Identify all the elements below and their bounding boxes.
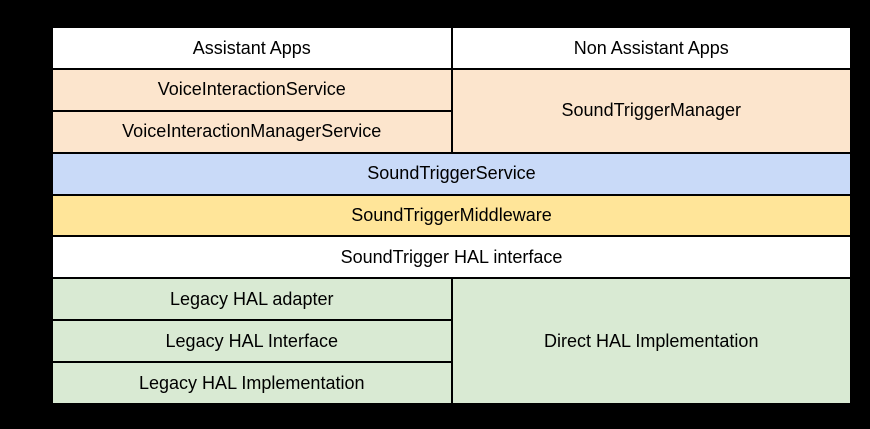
cell-sound-trigger-service: SoundTriggerService	[53, 153, 850, 194]
cell-sound-trigger-hal-interface: SoundTrigger HAL interface	[53, 237, 850, 278]
cell-voice-interaction-manager-service: VoiceInteractionManagerService	[53, 111, 451, 152]
cell-legacy-hal-interface: Legacy HAL Interface	[53, 321, 451, 362]
cell-sound-trigger-middleware: SoundTriggerMiddleware	[53, 195, 850, 236]
soundtrigger-stack-diagram: Assistant Apps Non Assistant Apps VoiceI…	[53, 28, 850, 403]
cell-legacy-hal-implementation: Legacy HAL Implementation	[53, 363, 451, 403]
cell-sound-trigger-manager: SoundTriggerManager	[452, 69, 850, 152]
cell-non-assistant-apps: Non Assistant Apps	[452, 28, 850, 68]
cell-legacy-hal-adapter: Legacy HAL adapter	[53, 279, 451, 320]
cell-assistant-apps: Assistant Apps	[53, 28, 451, 68]
cell-direct-hal-implementation: Direct HAL Implementation	[452, 279, 850, 403]
cell-voice-interaction-service: VoiceInteractionService	[53, 69, 451, 110]
